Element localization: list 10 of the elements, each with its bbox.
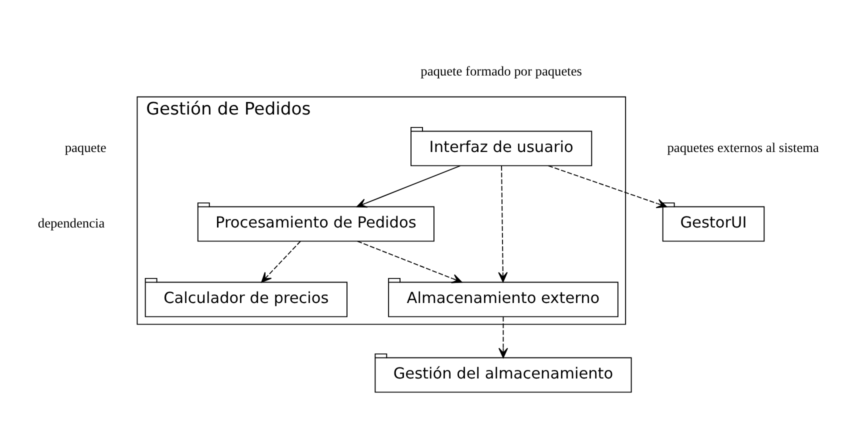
label: paquetes externos al sistema: [667, 140, 819, 156]
arrow: [356, 165, 461, 208]
label: paquete formado por paquetes: [420, 64, 582, 79]
arrow: [261, 240, 301, 283]
label: paquete: [64, 140, 106, 156]
arrow: [357, 240, 462, 284]
arrow: [498, 316, 508, 358]
label: dependencia: [38, 216, 105, 231]
arrow: [498, 165, 508, 282]
arrow: [548, 165, 668, 208]
